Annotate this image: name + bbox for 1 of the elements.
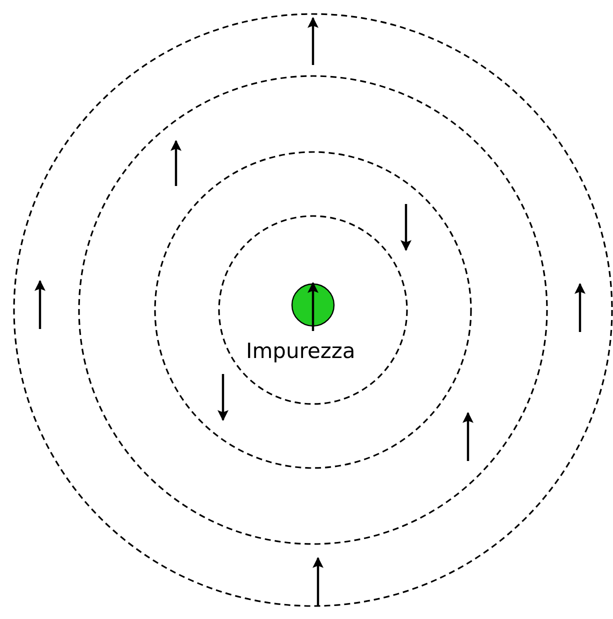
impurity-label: Impurezza [246,339,356,363]
